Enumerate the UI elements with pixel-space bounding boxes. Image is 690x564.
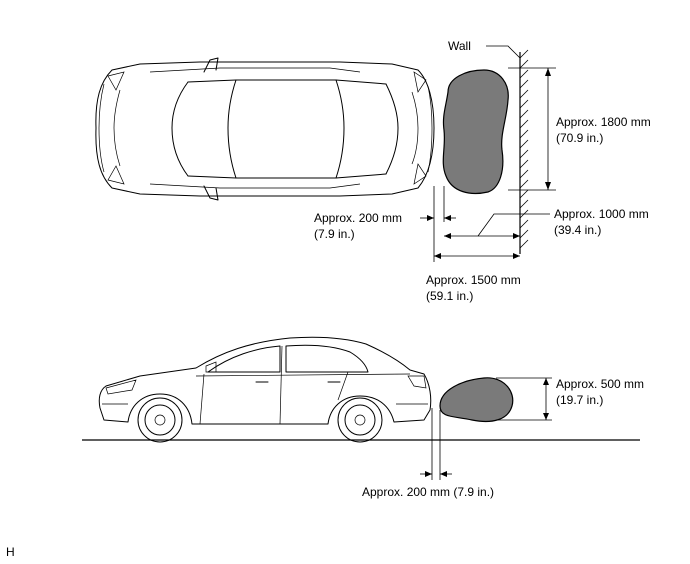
side-view: Approx. 500 mm (19.7 in.) Approx. 200 mm…: [82, 336, 644, 499]
height-1800-inch-label: (70.9 in.): [556, 131, 603, 145]
depth-1000-inch-label: (39.4 in.): [554, 223, 601, 237]
top-view: Wall Approx. 1800 mm (70.9 in.) Approx. …: [95, 39, 651, 303]
height-500-inch-label: (19.7 in.): [556, 393, 603, 407]
height-1800-label: Approx. 1800 mm: [556, 115, 651, 129]
reflector-object-top: [442, 69, 509, 195]
wall: [519, 49, 529, 254]
front-wheel: [137, 397, 183, 443]
gap-200-side-label: Approx. 200 mm (7.9 in.): [362, 485, 494, 499]
car-side-view: [98, 336, 432, 425]
gap-200-inch-label: (7.9 in.): [314, 227, 355, 241]
height-500-label: Approx. 500 mm: [556, 377, 644, 391]
rear-wheel: [337, 397, 383, 443]
total-1500-inch-label: (59.1 in.): [426, 289, 473, 303]
wall-label: Wall: [448, 39, 471, 53]
depth-1000-label: Approx. 1000 mm: [554, 207, 649, 221]
car-top-view: [95, 57, 435, 201]
reflector-object-side: [439, 377, 514, 423]
figure-code: H: [6, 545, 15, 559]
gap-200-label: Approx. 200 mm: [314, 211, 402, 225]
total-1500-label: Approx. 1500 mm: [426, 273, 521, 287]
